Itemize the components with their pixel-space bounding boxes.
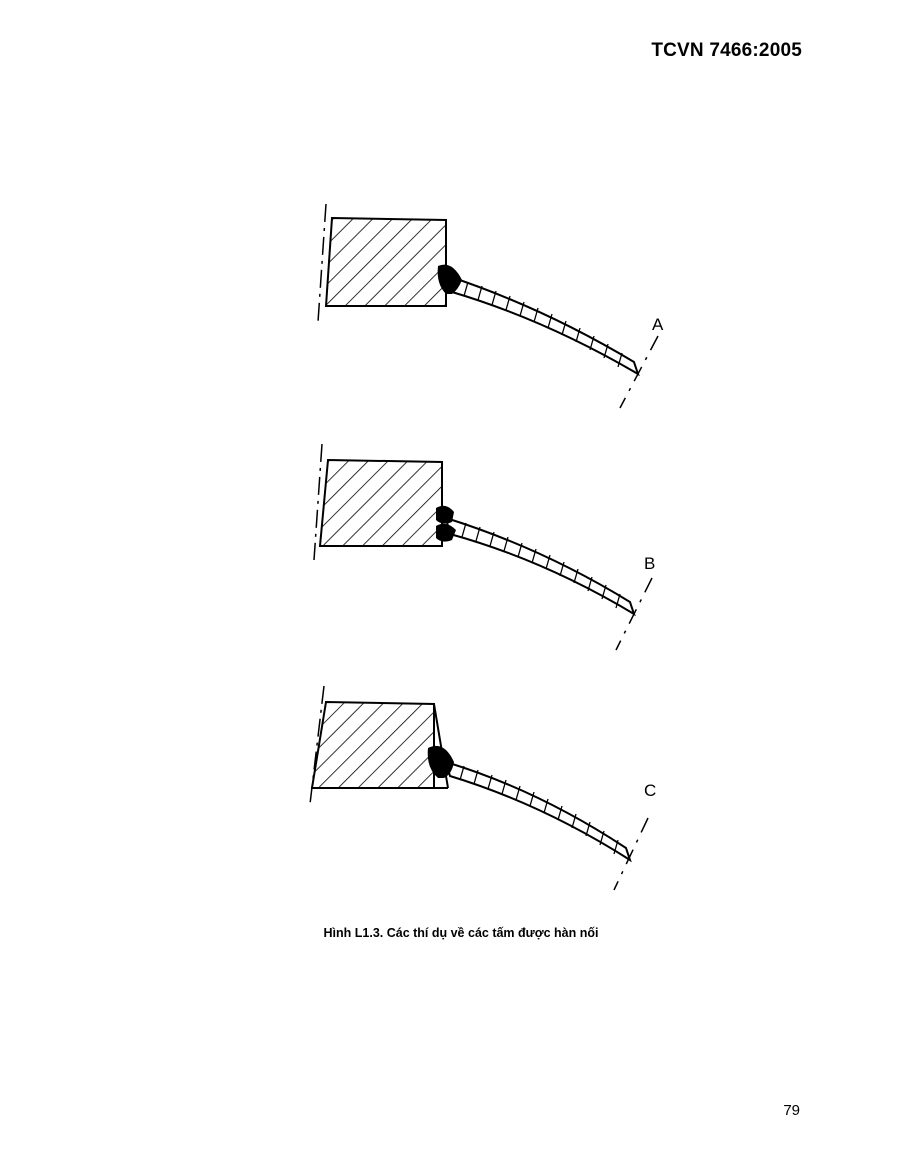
- figure-caption: Hình L1.3. Các thí dụ về các tấm được hà…: [323, 926, 599, 940]
- panel-a: A: [317, 203, 664, 409]
- break-line: [613, 817, 649, 891]
- weld-bead-lower: [436, 523, 456, 542]
- standard-code: TCVN 7466:2005: [651, 40, 802, 61]
- break-line: [317, 203, 327, 323]
- thin-plate: [444, 516, 636, 617]
- panel-label-a: A: [652, 315, 664, 334]
- break-line: [619, 335, 659, 409]
- panel-b: B: [313, 443, 655, 651]
- weld-bead-upper: [436, 505, 454, 524]
- page-number: 79: [783, 1102, 800, 1119]
- weld-diagram: A: [309, 203, 664, 891]
- panel-label-b: B: [644, 554, 655, 573]
- panel-c: C: [309, 685, 656, 891]
- thin-plate: [446, 274, 640, 377]
- break-line: [313, 443, 323, 561]
- thin-plate: [444, 760, 632, 863]
- weld-bead: [427, 745, 454, 778]
- thick-plate: [310, 700, 435, 789]
- weld-figure: A: [296, 196, 668, 896]
- weld-bead: [437, 264, 462, 294]
- thick-plate: [318, 458, 443, 547]
- panel-label-c: C: [644, 781, 656, 800]
- break-line: [615, 577, 653, 651]
- thick-plate: [324, 216, 447, 307]
